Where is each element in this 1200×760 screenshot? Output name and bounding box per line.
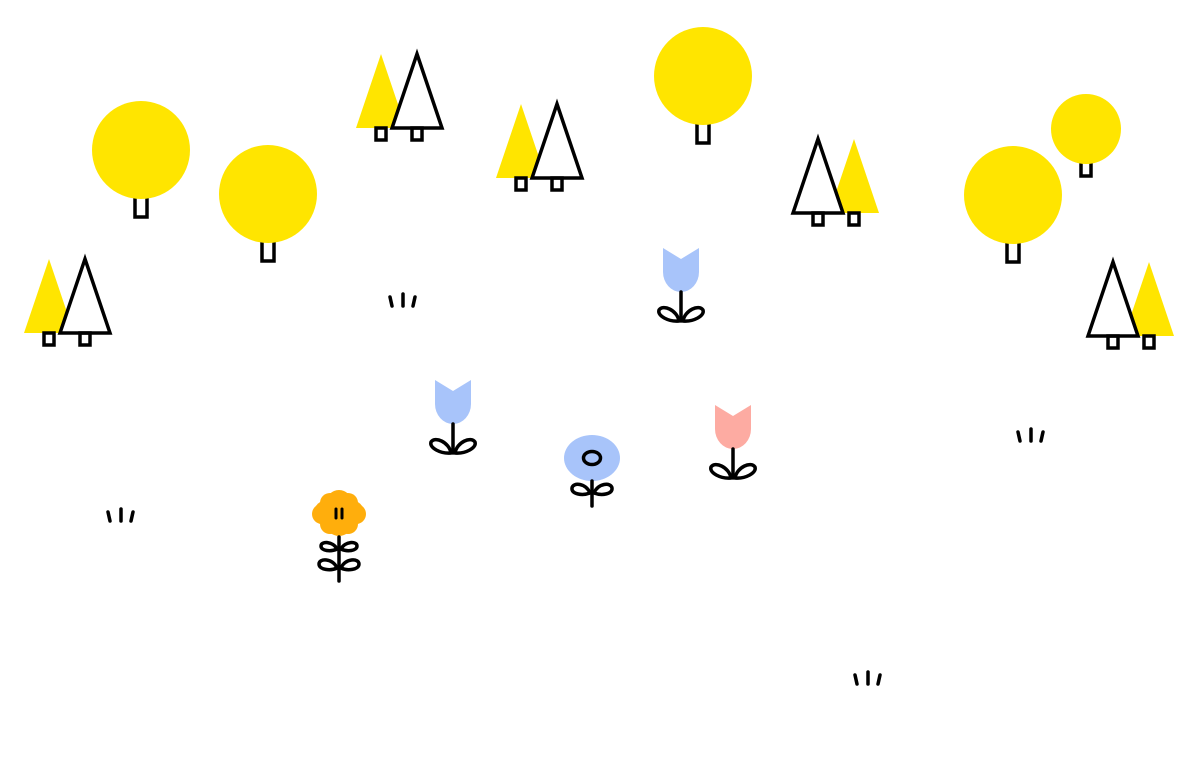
round-tree-icon — [92, 101, 190, 219]
tulip-icon — [709, 405, 757, 480]
grass-tuft-icon — [1016, 427, 1045, 443]
round-tree-icon — [964, 146, 1062, 264]
grass-tuft-icon — [106, 507, 135, 523]
scene-layer — [24, 27, 1174, 686]
grass-tuft-icon — [388, 292, 417, 308]
round-tree-icon — [1051, 94, 1121, 178]
pine-tree-pair-icon — [1085, 256, 1174, 350]
pine-tree-pair-icon — [790, 133, 879, 227]
cloud-flower-icon — [312, 490, 366, 583]
tulip-icon — [657, 248, 705, 323]
round-tree-icon — [654, 27, 752, 145]
round-flower-icon — [564, 435, 620, 508]
grass-tuft-icon — [853, 670, 882, 686]
pine-tree-pair-icon — [356, 48, 445, 142]
tulip-icon — [429, 380, 477, 455]
pine-tree-pair-icon — [496, 98, 585, 192]
round-tree-icon — [219, 145, 317, 263]
pine-tree-pair-icon — [24, 253, 113, 347]
